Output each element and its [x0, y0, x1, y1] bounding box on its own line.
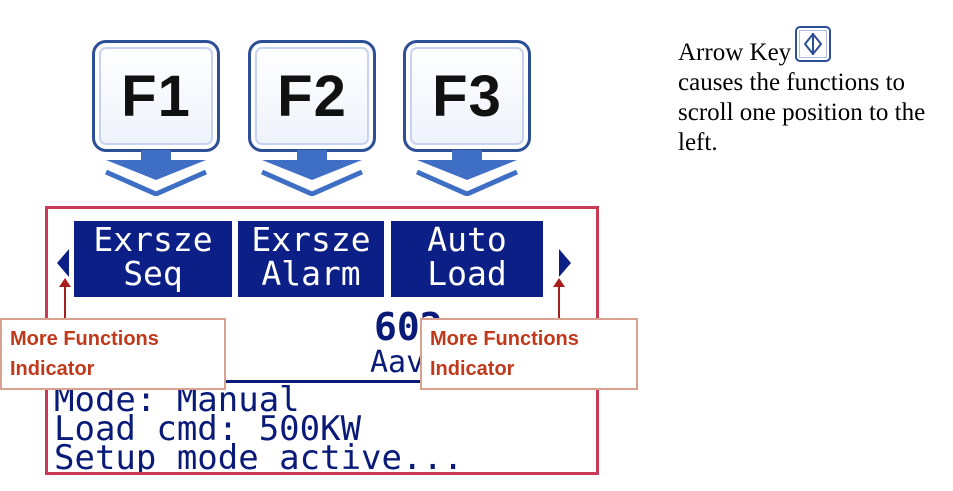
f1-key[interactable]: F1: [92, 40, 220, 152]
f2-key[interactable]: F2: [248, 40, 376, 152]
caption: Arrow Key causes the functions to scroll…: [678, 26, 948, 158]
f3-down-arrow-icon: [415, 150, 519, 196]
softkey-2-line2: Alarm: [261, 254, 361, 293]
softkey-3[interactable]: Auto Load: [391, 221, 543, 297]
more-right-indicator-icon: [559, 249, 571, 277]
f1-down-arrow-icon: [104, 150, 208, 196]
arrow-left-key-icon: [795, 26, 832, 62]
softkey-2-line1: Exrsze: [251, 220, 371, 259]
softkey-1-line1: Exrsze: [93, 220, 213, 259]
softkey-1[interactable]: Exrsze Seq: [74, 221, 232, 297]
callout-left-line2: Indicator: [10, 358, 95, 380]
callout-right-line2: Indicator: [430, 358, 515, 380]
caption-part1: Arrow Key: [678, 39, 792, 66]
f3-key[interactable]: F3: [403, 40, 531, 152]
caption-part2: causes the functions to scroll one posit…: [678, 69, 926, 156]
f3-key-label: F3: [432, 63, 502, 129]
more-functions-callout-left: More Functions Indicator: [0, 318, 226, 390]
softkey-1-line2: Seq: [123, 254, 183, 293]
softkey-3-line2: Load: [427, 254, 507, 293]
callout-right-line1: More Functions: [430, 328, 579, 350]
display-divider: [48, 380, 480, 383]
softkey-3-line1: Auto: [427, 220, 507, 259]
more-left-indicator-icon: [57, 249, 69, 277]
left-indicator-pointer-icon: [59, 278, 71, 318]
f2-key-label: F2: [277, 63, 347, 129]
f1-key-label: F1: [121, 63, 191, 129]
display-line-status: Setup mode active...: [54, 438, 464, 475]
callout-left-line1: More Functions: [10, 328, 159, 350]
right-indicator-pointer-icon: [553, 278, 565, 318]
display-line-load-cmd: Load cmd: 500KW: [54, 409, 362, 449]
more-functions-callout-right: More Functions Indicator: [420, 318, 638, 390]
f2-down-arrow-icon: [260, 150, 364, 196]
softkey-2[interactable]: Exrsze Alarm: [238, 221, 384, 297]
